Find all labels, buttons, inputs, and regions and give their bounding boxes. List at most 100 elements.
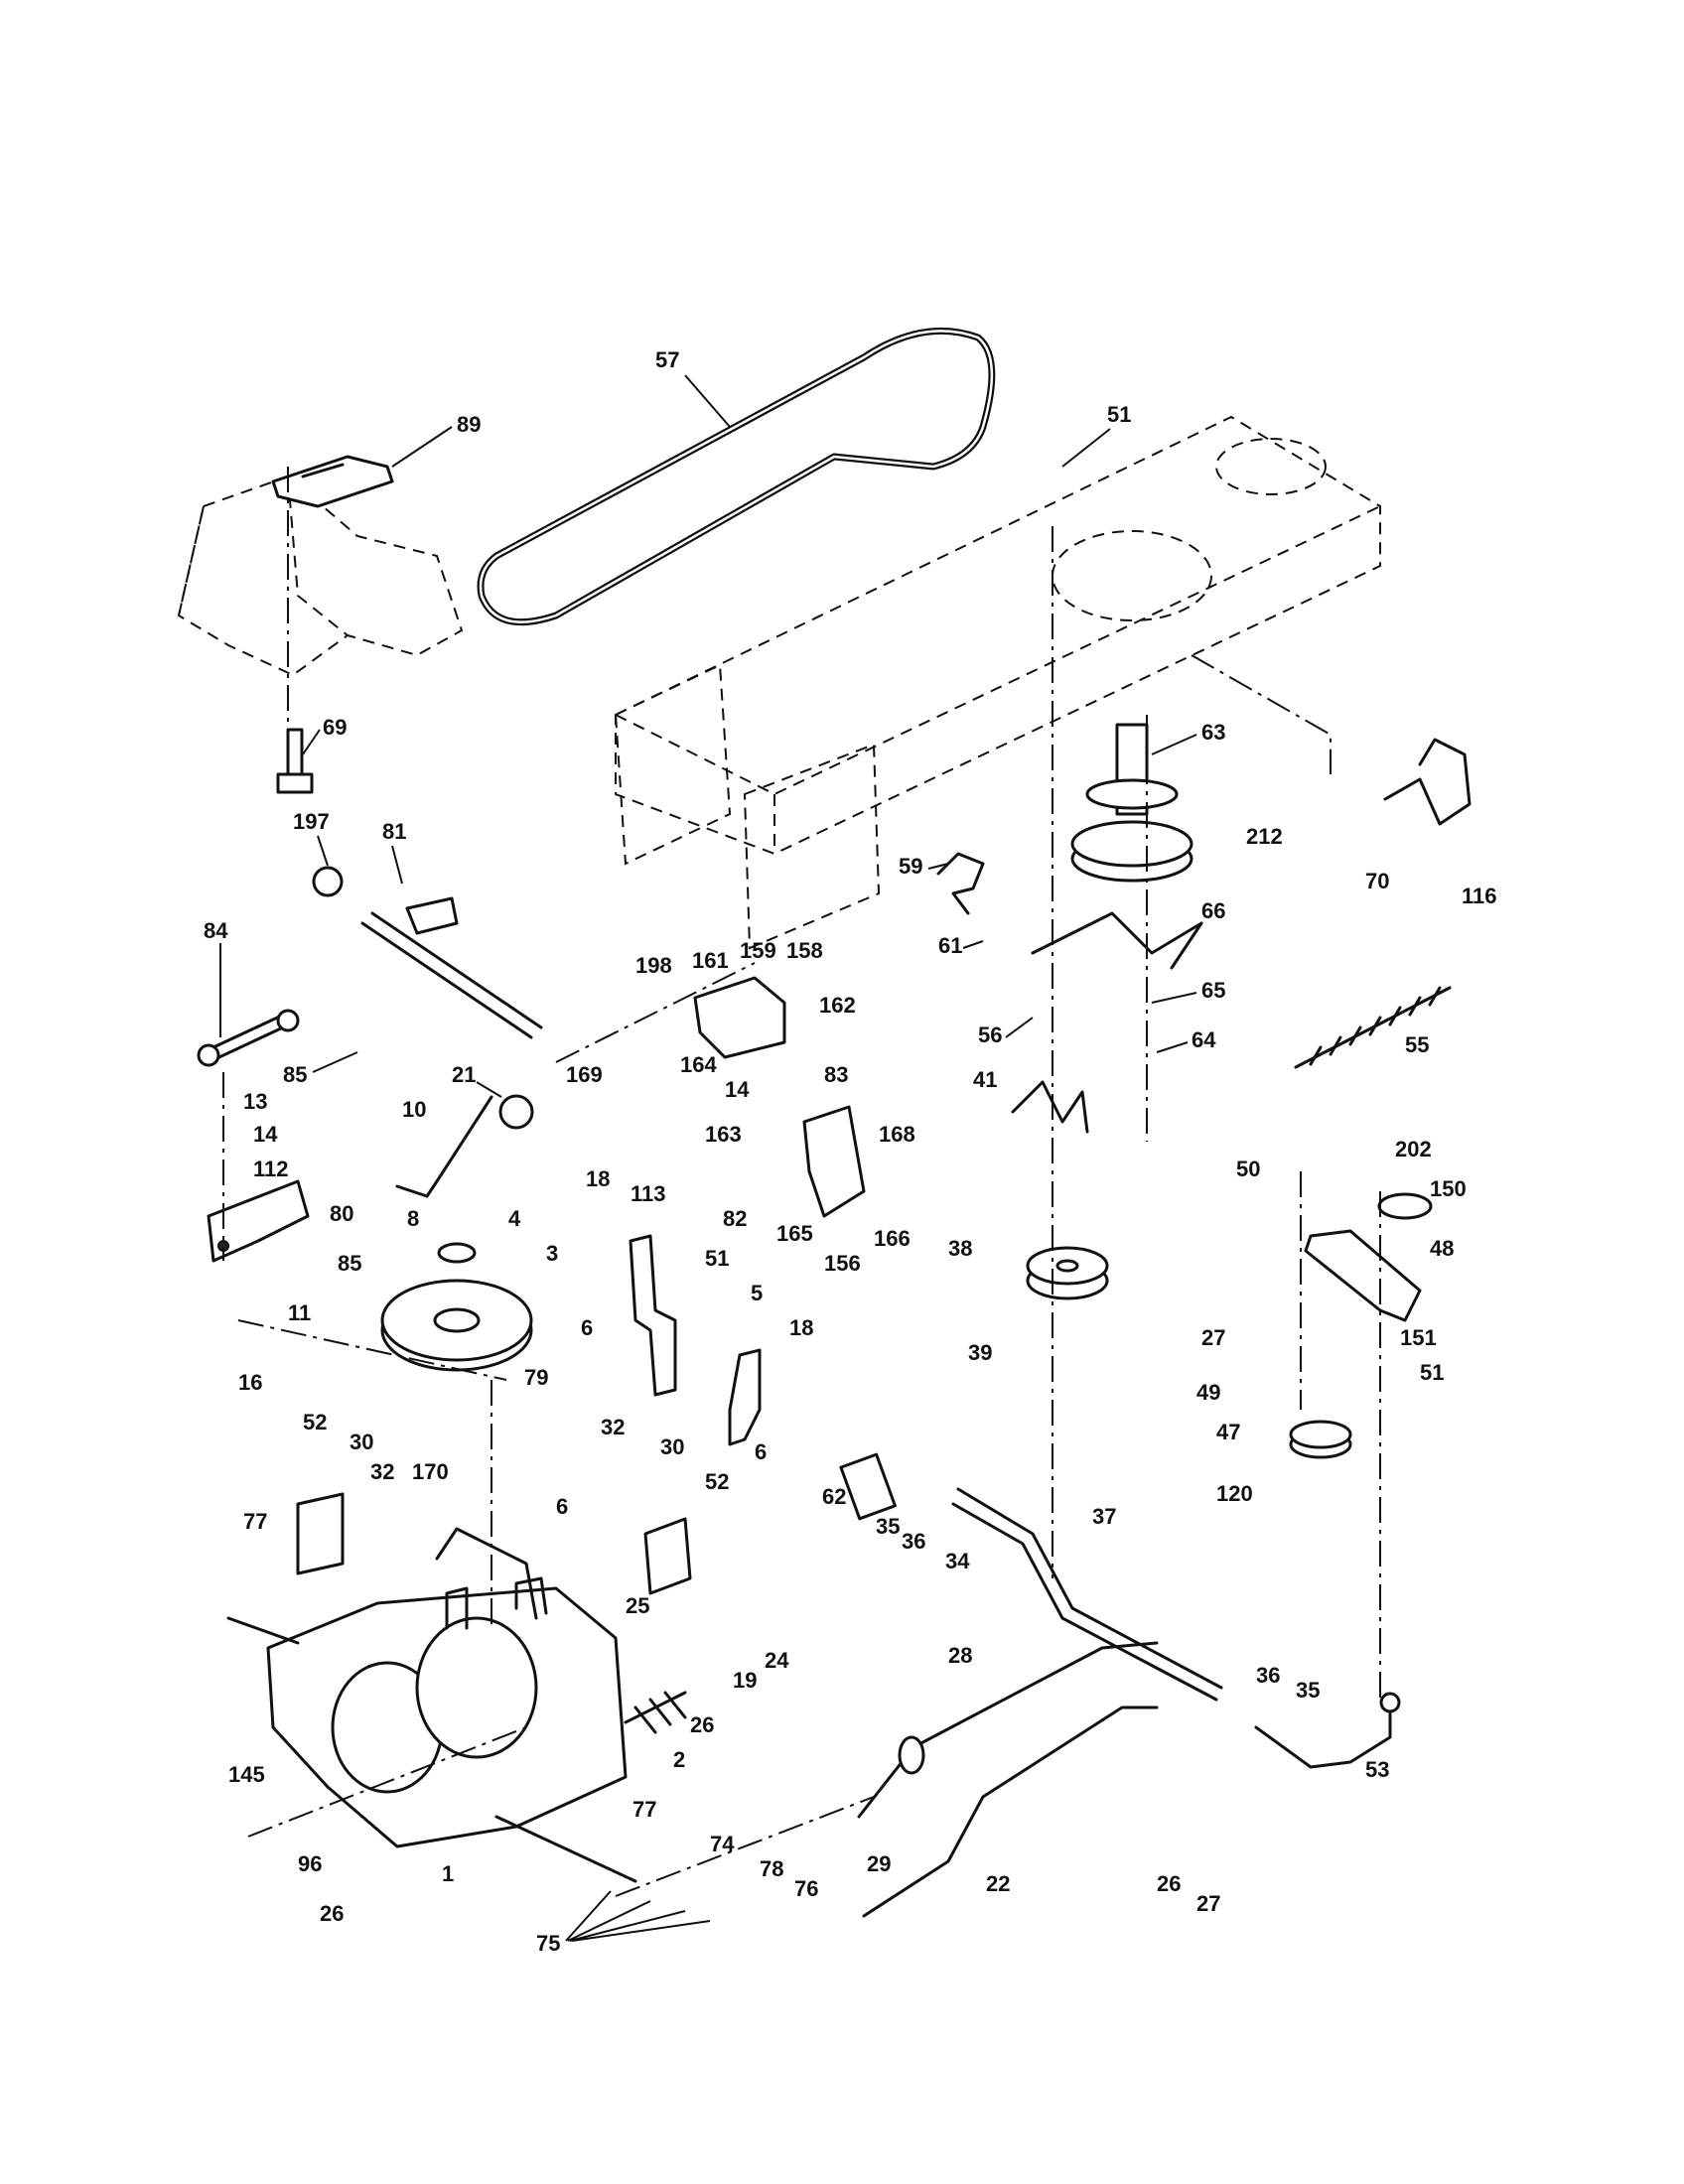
callout-82: 82 (723, 1206, 747, 1231)
callout-69: 69 (323, 715, 347, 740)
callout-6-c: 6 (556, 1494, 568, 1519)
callout-51-mid: 51 (705, 1246, 729, 1271)
callout-164: 164 (680, 1052, 717, 1077)
mandrel-63 (1070, 723, 1193, 883)
callout-112: 112 (253, 1157, 289, 1181)
callout-30-left: 30 (350, 1430, 373, 1454)
callout-116: 116 (1462, 884, 1497, 908)
callout-151: 151 (1400, 1325, 1437, 1350)
callout-202: 202 (1395, 1137, 1432, 1161)
callout-78: 78 (760, 1856, 783, 1881)
callout-25: 25 (626, 1593, 649, 1618)
callout-49: 49 (1196, 1380, 1220, 1405)
idler-bracket-48 (1304, 1192, 1433, 1322)
bracket-159 (693, 976, 786, 1059)
callout-158: 158 (786, 938, 823, 963)
callout-27-bottom: 27 (1196, 1891, 1220, 1916)
callout-36-right: 36 (1256, 1663, 1280, 1688)
cross-shaft-34 (839, 1452, 1223, 1702)
pulley-3 (380, 1242, 533, 1372)
callout-52-right: 52 (705, 1469, 729, 1494)
callout-96: 96 (298, 1851, 322, 1876)
callout-16: 16 (238, 1370, 262, 1395)
callout-35-right: 35 (1296, 1678, 1320, 1703)
callout-50: 50 (1236, 1157, 1260, 1181)
callout-1: 1 (442, 1861, 454, 1886)
callout-166: 166 (874, 1226, 911, 1251)
pulley-38 (1026, 1246, 1109, 1300)
callout-30-right: 30 (660, 1434, 684, 1459)
callout-41: 41 (973, 1067, 997, 1092)
callout-165: 165 (776, 1221, 813, 1246)
callout-39: 39 (968, 1340, 992, 1365)
callout-168: 168 (879, 1122, 915, 1147)
rod-66 (1031, 911, 1203, 970)
callout-3: 3 (546, 1241, 558, 1266)
callout-161: 161 (692, 948, 729, 973)
callout-80: 80 (330, 1201, 353, 1226)
callout-28: 28 (948, 1643, 972, 1668)
callout-198: 198 (635, 953, 672, 978)
callout-120: 120 (1216, 1481, 1253, 1506)
spring-59 (936, 852, 985, 915)
callout-70: 70 (1365, 869, 1389, 893)
callout-14-left: 14 (253, 1122, 278, 1147)
callout-65: 65 (1201, 978, 1225, 1003)
callout-24: 24 (765, 1648, 789, 1673)
callout-66: 66 (1201, 898, 1225, 923)
callout-62: 62 (822, 1484, 846, 1509)
callout-113: 113 (631, 1181, 666, 1206)
callout-2: 2 (673, 1747, 685, 1772)
callout-53: 53 (1365, 1757, 1389, 1782)
callout-26-mid: 26 (690, 1712, 714, 1737)
callout-11: 11 (288, 1300, 311, 1325)
callout-4: 4 (508, 1206, 521, 1231)
callout-27-right: 27 (1201, 1325, 1225, 1350)
callout-labels: 57 89 51 69 63 212 70 116 197 81 59 61 6… (204, 347, 1497, 1956)
callout-37: 37 (1092, 1504, 1116, 1529)
frame-phantom (177, 415, 1381, 950)
callout-150: 150 (1430, 1176, 1467, 1201)
bracket-113 (629, 1234, 677, 1397)
idler-pulley-47 (1289, 1420, 1352, 1459)
callout-26-right: 26 (1157, 1871, 1181, 1896)
callout-6-a: 6 (581, 1315, 593, 1340)
plate-80 (207, 1179, 310, 1263)
callout-47: 47 (1216, 1420, 1240, 1444)
callout-159: 159 (740, 938, 776, 963)
callout-14-mid: 14 (725, 1077, 750, 1102)
callout-34: 34 (945, 1549, 970, 1573)
callout-83: 83 (824, 1062, 848, 1087)
shift-lever-8 (395, 1094, 534, 1198)
callout-55: 55 (1405, 1032, 1429, 1057)
callout-89: 89 (457, 412, 481, 437)
callout-163: 163 (705, 1122, 742, 1147)
callout-35-top: 35 (876, 1514, 900, 1539)
spring-70 (1383, 738, 1472, 826)
callout-75: 75 (536, 1931, 560, 1956)
callout-36-top: 36 (902, 1529, 925, 1554)
callout-10: 10 (402, 1097, 426, 1122)
bolt-69 (276, 728, 314, 794)
linkage-84 (197, 1009, 300, 1067)
callout-18-left: 18 (586, 1166, 610, 1191)
callout-84: 84 (204, 918, 228, 943)
callout-6-b: 6 (755, 1439, 767, 1464)
callout-74: 74 (710, 1832, 735, 1856)
callout-212: 212 (1246, 824, 1283, 849)
callout-79: 79 (524, 1365, 548, 1390)
callout-156: 156 (824, 1251, 861, 1276)
callout-19: 19 (733, 1668, 757, 1693)
callout-18-right: 18 (789, 1315, 813, 1340)
callout-8: 8 (407, 1206, 419, 1231)
bracket-30-left (296, 1492, 345, 1575)
drive-belt (477, 327, 996, 626)
spring-25 (624, 1691, 687, 1734)
callout-48: 48 (1430, 1236, 1454, 1261)
callout-162: 162 (819, 993, 856, 1018)
shaft-81 (312, 866, 543, 1039)
callout-59: 59 (899, 854, 922, 879)
rod-22 (862, 1706, 1159, 1918)
callout-64: 64 (1192, 1027, 1216, 1052)
callout-85-bottom: 85 (338, 1251, 361, 1276)
